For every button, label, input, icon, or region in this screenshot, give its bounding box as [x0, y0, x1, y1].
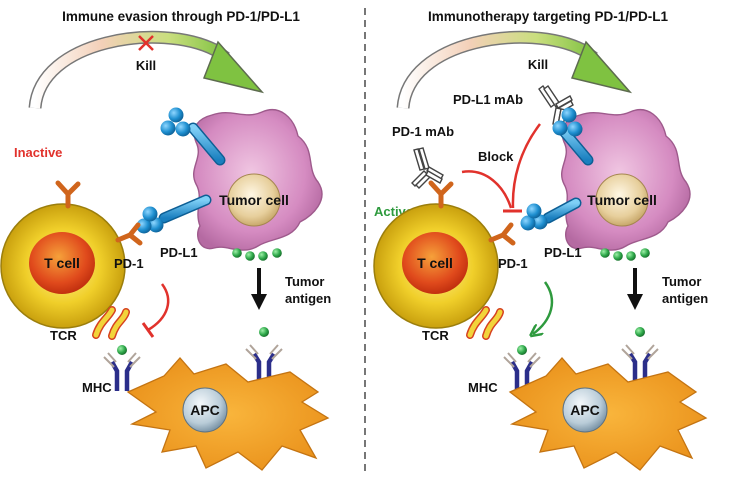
tcr-label-right: TCR: [422, 328, 449, 343]
apc-cell-right: APC: [508, 357, 708, 471]
antigen-right-apc-right: [635, 327, 645, 337]
tumor-antigen-label-1: Tumor: [285, 274, 324, 289]
pd1-receptor-top: [55, 180, 81, 209]
mhc-left: [103, 352, 141, 391]
pdl1-receptor-upper: [160, 107, 226, 166]
pdl1-mab-label: PD-L1 mAb: [453, 92, 523, 107]
block-line-pdl1: [511, 123, 541, 209]
tumor-cell-label: Tumor cell: [219, 192, 289, 208]
antigen-left-apc-right: [517, 345, 527, 355]
mhc-right: [245, 344, 283, 383]
right-title: Immunotherapy targeting PD-1/PD-L1: [428, 9, 669, 24]
pdl1-label-right: PD-L1: [544, 245, 582, 260]
apc-cell: APC: [126, 357, 330, 471]
pdl1-receptor-lower-right: [520, 197, 582, 231]
antigen-right-apc: [259, 327, 269, 337]
t-cell-label-right: T cell: [417, 255, 453, 271]
pd1-mab-label: PD-1 mAb: [392, 124, 454, 139]
inhibition-bar: [141, 322, 155, 338]
block-label: Block: [478, 149, 514, 164]
tcr-receptor-right: [466, 306, 504, 340]
tumor-antigen-label-right-1: Tumor: [662, 274, 701, 289]
kill-label: Kill: [136, 58, 156, 73]
tcr-label: TCR: [50, 328, 77, 343]
pdl1-receptor-lower: [136, 194, 212, 234]
block-line-pd1: [461, 170, 513, 209]
kill-label-right: Kill: [528, 57, 548, 72]
activation-arrow: [533, 281, 554, 334]
pd1-receptor-right-right: [488, 222, 516, 246]
t-cell-label: T cell: [44, 255, 80, 271]
pd1-receptor-right: [115, 222, 143, 246]
tumor-cell-right: Tumor cell: [561, 109, 691, 261]
left-panel: Immune evasion through PD-1/PD-L1 Kill I…: [0, 9, 331, 471]
mhc-label: MHC: [82, 380, 112, 395]
pd1-mab-antibody: [411, 147, 444, 189]
kill-arc-arrow: [28, 30, 265, 109]
mhc-right-right: [621, 344, 659, 383]
t-cell: T cell: [0, 203, 126, 329]
apc-label: APC: [190, 402, 220, 418]
pd1-label-right: PD-1: [498, 256, 528, 271]
apc-label-right: APC: [570, 402, 600, 418]
inactive-label: Inactive: [14, 145, 62, 160]
right-panel: Immunotherapy targeting PD-1/PD-L1 Kill …: [373, 9, 708, 471]
kill-arc-arrow-right: [396, 30, 633, 109]
pd1-receptor-top-right: [428, 180, 454, 209]
mhc-label-right: MHC: [468, 380, 498, 395]
tumor-cell: Tumor cell: [193, 109, 323, 261]
tumor-antigen-label-right-2: antigen: [662, 291, 708, 306]
t-cell-right: T cell: [373, 203, 499, 329]
inhibition-arrow: [147, 283, 170, 332]
pdl1-receptor-upper-right: [552, 107, 594, 166]
pd1-label: PD-1: [114, 256, 144, 271]
pdl1-label: PD-L1: [160, 245, 198, 260]
tcr-receptor: [92, 306, 130, 340]
antigen-left-apc: [117, 345, 127, 355]
tumor-cell-label-right: Tumor cell: [587, 192, 657, 208]
left-title: Immune evasion through PD-1/PD-L1: [62, 9, 300, 24]
tumor-antigen-label-2: antigen: [285, 291, 331, 306]
kill-blocked-x: [138, 35, 154, 51]
